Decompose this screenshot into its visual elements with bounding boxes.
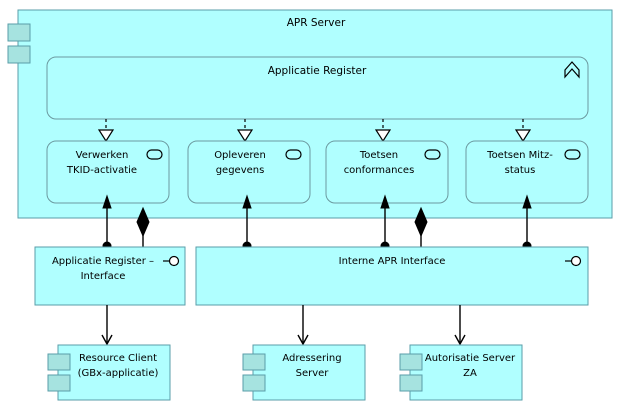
- component-body[interactable]: [57, 344, 171, 401]
- applicatie-register-function[interactable]: Applicatie Register: [46, 56, 589, 120]
- component-tabs-icon: [399, 353, 423, 371]
- interface-label-line1: Interne APR Interface: [339, 256, 446, 267]
- service-toetsen-conformances[interactable]: Toetsen conformances: [325, 140, 449, 204]
- component-label-line2: (GBx-applicatie): [78, 368, 159, 379]
- component-label-line1: Resource Client: [79, 353, 157, 364]
- service-toetsen-mitz-status[interactable]: Toetsen Mitz- status: [465, 140, 589, 204]
- component-tabs-icon: [399, 374, 423, 392]
- serving-arrowhead: [101, 334, 113, 346]
- interne-apr-interface[interactable]: Interne APR Interface: [195, 246, 589, 306]
- applicatie-register-label: Applicatie Register: [268, 65, 367, 77]
- service-label-line2: TKID-activatie: [66, 165, 137, 176]
- component-tabs-icon: [47, 353, 71, 371]
- interface-lollipop-icon: [163, 255, 180, 267]
- serving-connectors: [101, 305, 466, 346]
- component-label-line1: Adressering: [282, 353, 341, 364]
- assignment-arrowhead: [380, 194, 390, 209]
- component-label-line2: ZA: [463, 368, 477, 379]
- composition-diamond: [414, 206, 428, 238]
- realization-connectors: [97, 119, 532, 143]
- composition-connectors: [136, 206, 428, 247]
- assignment-arrowhead: [102, 194, 112, 209]
- component-body[interactable]: [252, 344, 366, 401]
- apr-server-label: APR Server: [287, 17, 346, 29]
- service-label-line1: Toetsen Mitz-: [486, 150, 553, 161]
- component-tabs-icon: [242, 374, 266, 392]
- component-label-line1: Autorisatie Server: [425, 353, 516, 364]
- component-tabs-icon: [47, 374, 71, 392]
- composition-diamond: [136, 206, 150, 238]
- applicatie-register-body[interactable]: [46, 56, 589, 120]
- serving-arrowhead: [297, 334, 309, 346]
- service-label-line1: Toetsen: [359, 150, 398, 161]
- component-tabs-icon: [242, 353, 266, 371]
- assignment-arrowhead: [242, 194, 252, 209]
- component-body[interactable]: [409, 344, 523, 401]
- service-label-line2: status: [505, 165, 536, 176]
- service-opleveren-gegevens[interactable]: Opleveren gegevens: [187, 140, 311, 204]
- realization-arrowhead: [236, 129, 254, 143]
- service-label-line2: gegevens: [216, 165, 265, 176]
- application-service-rounded-icon: [424, 149, 441, 160]
- interface-label-line2: Interface: [81, 271, 126, 282]
- service-label-line1: Verwerken: [76, 150, 129, 161]
- applicatie-register-interface[interactable]: Applicatie Register – Interface: [34, 246, 186, 306]
- component-label-line2: Server: [296, 368, 330, 379]
- application-service-rounded-icon: [146, 149, 163, 160]
- assignment-arrowhead: [522, 194, 532, 209]
- interface-body[interactable]: [195, 246, 589, 306]
- realization-arrowhead: [514, 129, 532, 143]
- interface-label-line1: Applicatie Register –: [52, 256, 154, 267]
- service-verwerken-tkid-activatie[interactable]: Verwerken TKID-activatie: [46, 140, 170, 204]
- component-adressering-server[interactable]: Adressering Server: [242, 344, 366, 401]
- realization-arrowhead: [374, 129, 392, 143]
- component-resource-client[interactable]: Resource Client (GBx-applicatie): [47, 344, 171, 401]
- interface-body[interactable]: [34, 246, 186, 306]
- interface-lollipop-icon: [565, 255, 582, 267]
- serving-arrowhead: [454, 334, 466, 346]
- component-autorisatie-server-za[interactable]: Autorisatie Server ZA: [399, 344, 523, 401]
- component-tabs-icon: [7, 23, 31, 42]
- application-function-chevron-icon: [564, 61, 580, 79]
- application-service-rounded-icon: [285, 149, 302, 160]
- service-label-line2: conformances: [344, 165, 415, 176]
- service-label-line1: Opleveren: [214, 150, 266, 161]
- realization-arrowhead: [97, 129, 115, 143]
- application-service-rounded-icon: [564, 149, 581, 160]
- component-tabs-icon: [7, 45, 31, 64]
